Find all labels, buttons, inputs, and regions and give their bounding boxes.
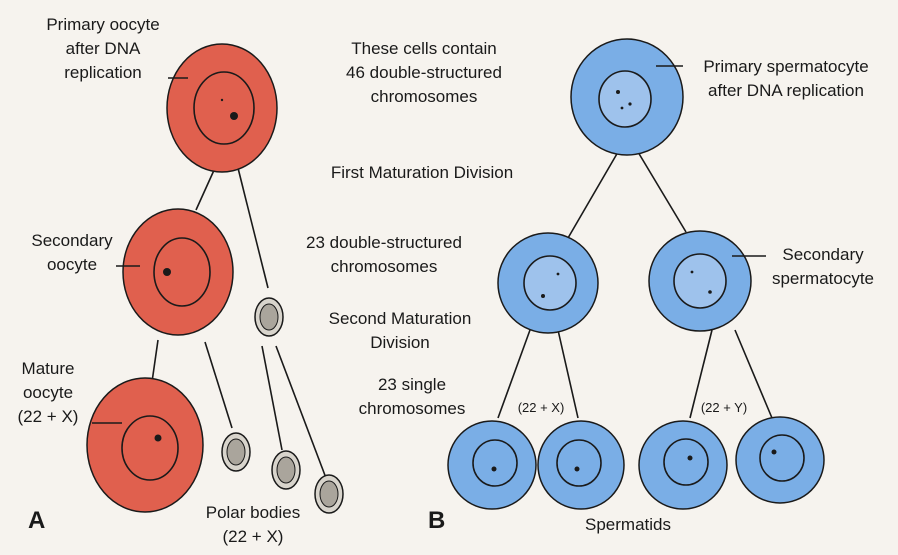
label-cells-contain-2: 46 double-structured <box>346 63 502 82</box>
primary-oocyte <box>167 44 277 172</box>
line-polar-body-split-left <box>262 346 282 450</box>
spermatid-1 <box>448 421 536 509</box>
line-primary-to-secondary-right <box>638 152 686 232</box>
spermatid-3 <box>639 421 727 509</box>
secondary-spermatocyte-right <box>649 231 751 331</box>
label-secondary-spermatocyte-2: spermatocyte <box>772 269 874 288</box>
spermatid-4 <box>736 417 824 503</box>
label-polar-bodies-karyotype: (22 + X) <box>223 527 284 546</box>
label-primary-oocyte-2: after DNA <box>66 39 141 58</box>
label-23-double-1: 23 double-structured <box>306 233 462 252</box>
line-primary-to-secondary-left <box>568 152 618 238</box>
polar-body-third <box>272 451 300 489</box>
secondary-spermatocyte-left <box>498 233 598 333</box>
line-primary-to-first-polar-body <box>238 168 268 288</box>
line-secondary-to-mature-oocyte <box>152 340 158 382</box>
label-karyotype-y: (22 + Y) <box>701 400 747 415</box>
label-second-maturation-2: Division <box>370 333 430 352</box>
label-cells-contain-3: chromosomes <box>371 87 478 106</box>
label-cells-contain-1: These cells contain <box>351 39 497 58</box>
label-secondary-oocyte-1: Secondary <box>31 231 113 250</box>
panel-letter-a: A <box>28 507 45 534</box>
label-23-single-1: 23 single <box>378 375 446 394</box>
secondary-oocyte <box>123 209 233 335</box>
label-second-maturation-1: Second Maturation <box>329 309 472 328</box>
label-primary-oocyte-1: Primary oocyte <box>46 15 159 34</box>
label-secondary-spermatocyte-1: Secondary <box>782 245 864 264</box>
line-primary-to-secondary-oocyte <box>196 168 215 210</box>
label-spermatids: Spermatids <box>585 515 671 534</box>
label-secondary-oocyte-2: oocyte <box>47 255 97 274</box>
panel-letter-b: B <box>428 507 445 534</box>
label-polar-bodies: Polar bodies <box>206 503 301 522</box>
polar-body-first <box>255 298 283 336</box>
line-secondary-to-polar-body <box>205 342 232 428</box>
label-23-single-2: chromosomes <box>359 399 466 418</box>
polar-body-fourth <box>315 475 343 513</box>
label-primary-spermatocyte-1: Primary spermatocyte <box>703 57 868 76</box>
label-primary-spermatocyte-2: after DNA replication <box>708 81 864 100</box>
mature-oocyte <box>87 378 203 512</box>
label-mature-oocyte-1: Mature <box>22 359 75 378</box>
primary-spermatocyte <box>571 39 683 155</box>
label-first-maturation-division: First Maturation Division <box>331 163 513 182</box>
polar-body-second <box>222 433 250 471</box>
label-mature-oocyte-2: oocyte <box>23 383 73 402</box>
spermatid-2 <box>538 421 624 509</box>
label-23-double-2: chromosomes <box>331 257 438 276</box>
label-karyotype-x: (22 + X) <box>518 400 565 415</box>
label-mature-oocyte-3: (22 + X) <box>18 407 79 426</box>
label-primary-oocyte-3: replication <box>64 63 142 82</box>
